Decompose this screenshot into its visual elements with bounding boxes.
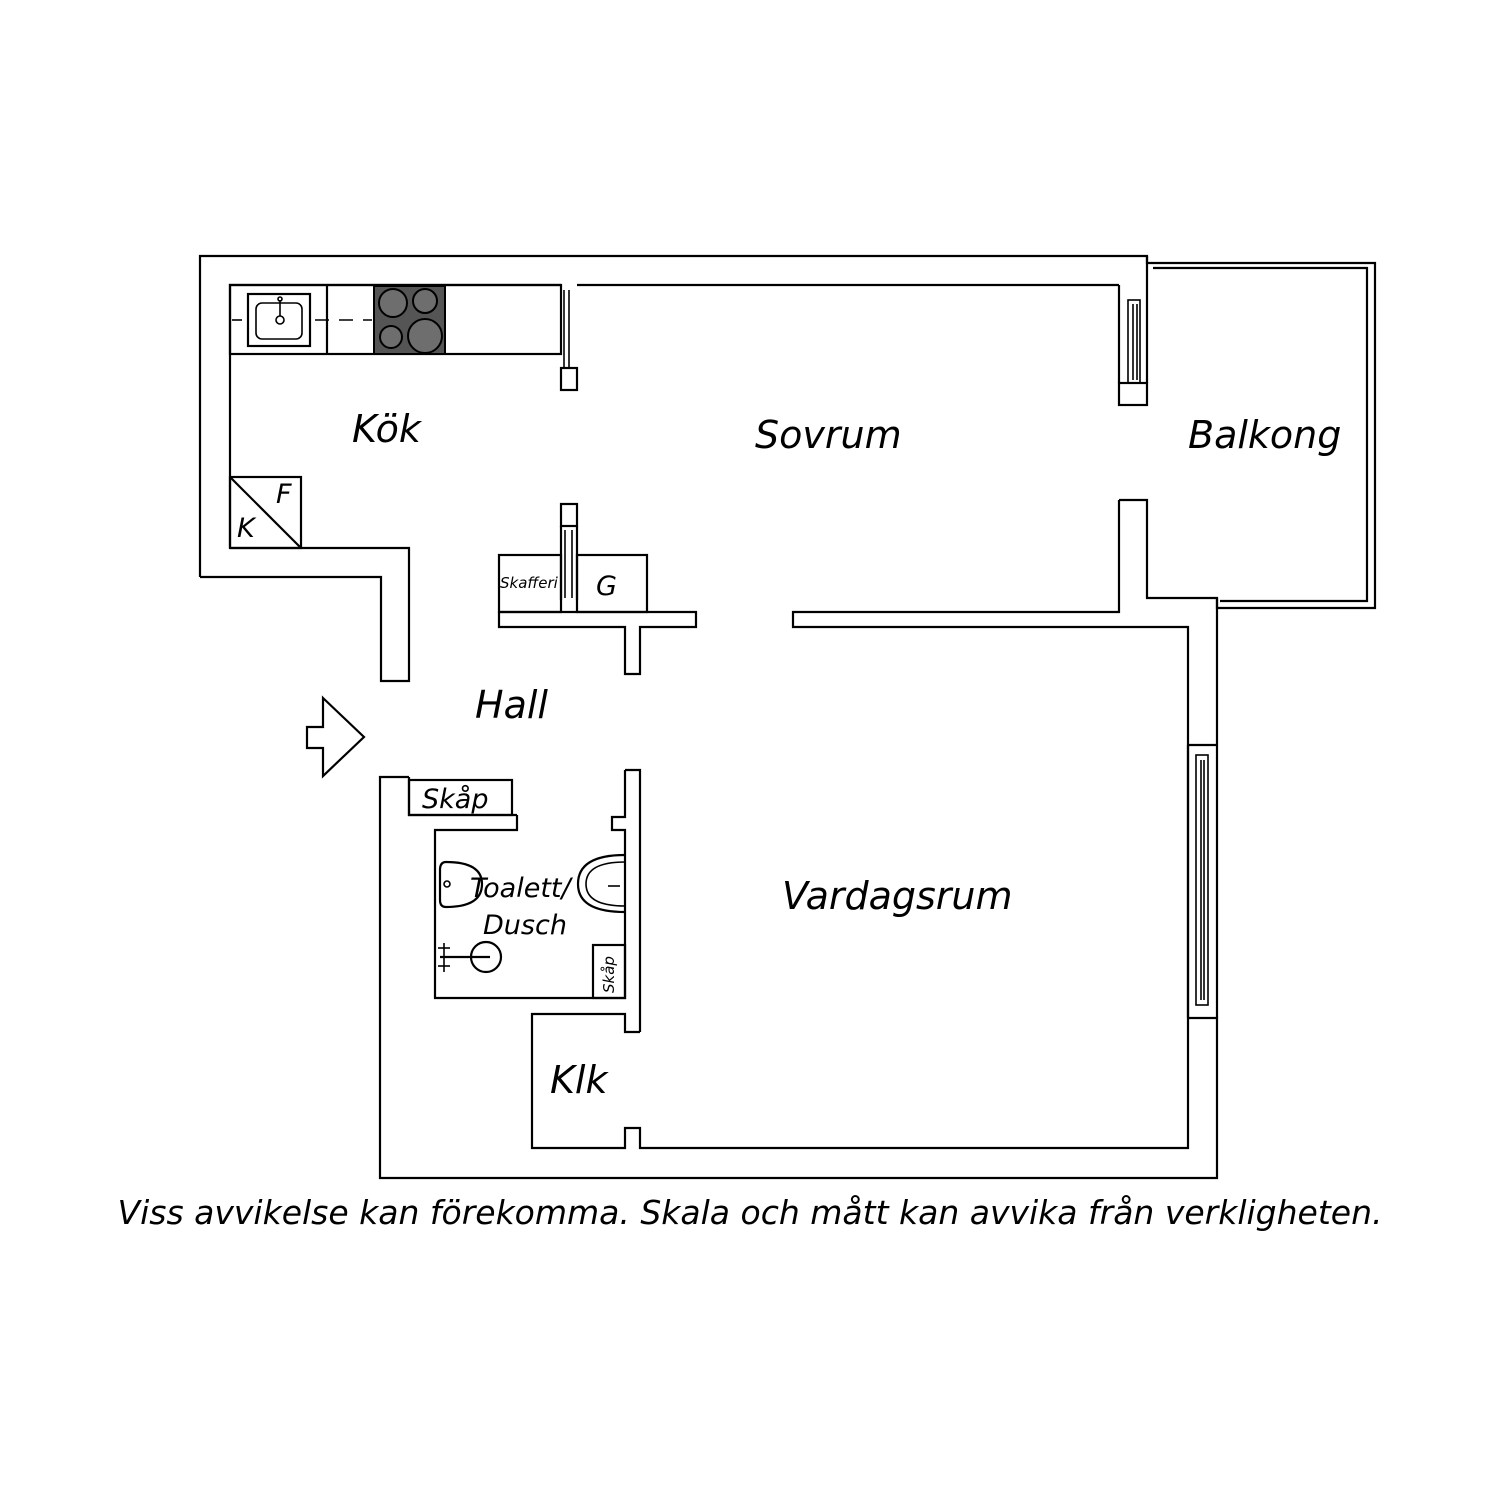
walls: [198, 254, 1219, 1180]
sink-icon: [246, 292, 312, 348]
room-label-hall: Hall: [475, 683, 548, 727]
hall-cabinet-label: Skåp: [422, 784, 488, 815]
shower-icon: [438, 940, 503, 974]
room-label-kitchen: Kök: [352, 407, 423, 451]
room-label-bedroom: Sovrum: [755, 413, 902, 457]
wall-outer-north: [198, 254, 1149, 577]
balcony-railing: [1145, 256, 1377, 610]
kitchen-window-post: [559, 366, 579, 392]
room-label-balcony: Balkong: [1188, 413, 1341, 457]
fridge-label: F: [276, 479, 292, 510]
fridge-freezer-icon: [228, 475, 303, 550]
bath-cabinet-label: Skåp: [600, 956, 618, 993]
disclaimer-text: Viss avvikelse kan förekomma. Skala och …: [118, 1193, 1383, 1232]
toilet-icon: [438, 860, 484, 909]
bedroom-window-post: [1117, 381, 1149, 407]
pantry-label: Skafferi: [500, 574, 559, 592]
room-label-bathroom-line1: Toalett/: [470, 873, 574, 904]
room-label-living: Vardagsrum: [782, 874, 1013, 918]
wardrobe-label: G: [596, 571, 617, 602]
room-label-bathroom-line2: Dusch: [483, 910, 567, 941]
bath-cabinet: [591, 943, 627, 1000]
kitchen-counter: [228, 283, 563, 356]
room-label-closet: Klk: [550, 1058, 609, 1102]
wall-bedroom-east-lower: [1119, 498, 1219, 745]
entrance-arrow-icon: [305, 695, 366, 779]
washbasin-icon: [576, 853, 626, 914]
stove-icon: [373, 285, 446, 355]
freezer-label: K: [237, 513, 257, 544]
hall-cabinet: [407, 778, 514, 817]
